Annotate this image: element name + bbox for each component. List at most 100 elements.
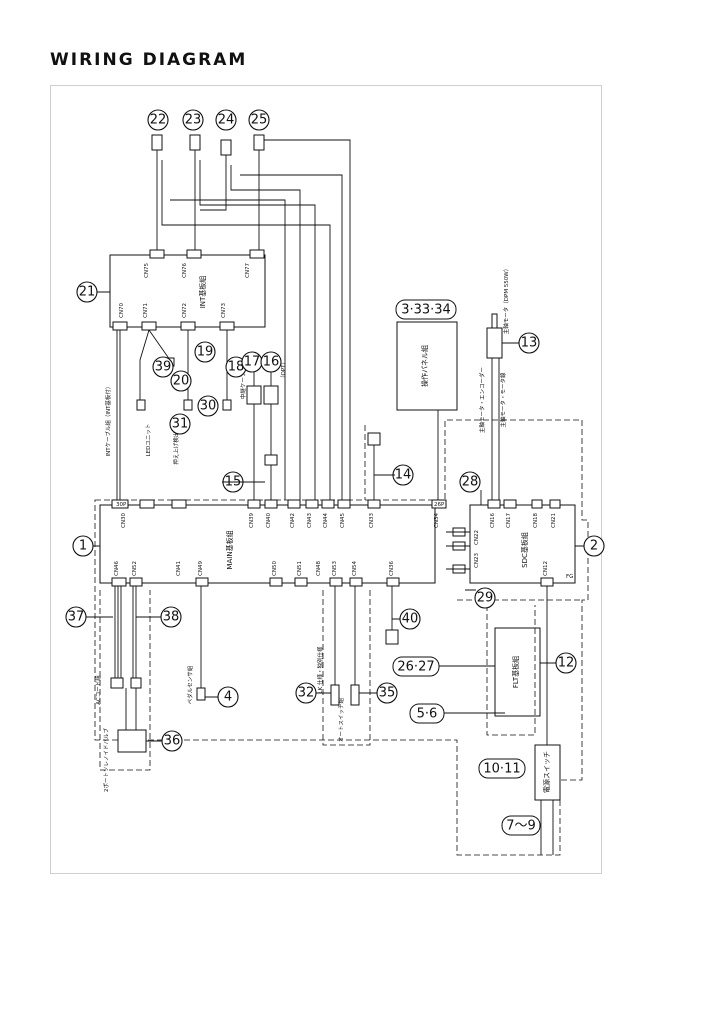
cn48-label: CN48 (316, 561, 322, 576)
marker-4: 4 (217, 686, 239, 708)
cn22-label: CN22 (474, 530, 480, 545)
power-switch-label: 電源スイッチ (542, 751, 551, 793)
cn44-label: CN44 (323, 513, 329, 528)
cn30-label: CN30 (121, 513, 127, 528)
cn50-label: CN50 (272, 561, 278, 576)
marker-13: 13 (518, 332, 540, 354)
flt-board: FLT基板組 電源スイッチ (486, 605, 561, 855)
encoder-m-label: 主軸モータ・モータ線 (499, 372, 507, 428)
svg-text:39: 39 (155, 360, 172, 375)
machine-boundary (94, 419, 589, 856)
cn51-label: CN51 (297, 561, 303, 576)
cn12-label: CN12 (543, 561, 549, 576)
fuse-14 (367, 432, 381, 505)
svg-text:20: 20 (173, 374, 190, 389)
cn41-label: CN41 (176, 561, 182, 576)
cn18-label: CN18 (533, 513, 539, 528)
leader-lines (86, 291, 584, 742)
cn70-label: CN70 (119, 303, 125, 318)
marker-19: 19 (194, 341, 216, 363)
marker-31: 31 (169, 413, 191, 435)
cn40-label: CN40 (266, 513, 272, 528)
sdc-board-label: SDC基板組 (520, 532, 529, 568)
presser-label: 押え上げ検出センサ (172, 415, 180, 465)
solenoid-label: 2ポートソレノイドバルブ (102, 728, 110, 793)
svg-text:30: 30 (200, 399, 217, 414)
marker-14: 14 (392, 464, 414, 486)
diagram-frame (50, 85, 602, 874)
panel-label: 操作パネル組 (420, 345, 429, 387)
pedal-label: ペダルセンサ組 (186, 665, 194, 704)
marker-group: 22 23 24 25 21 39 19 20 18 17 16 31 30 1… (65, 109, 605, 836)
svg-text:31: 31 (172, 417, 189, 432)
marker-35: 35 (376, 682, 398, 704)
stepper-motor-group (151, 134, 351, 500)
marker-2: 2 (583, 535, 605, 557)
opt-label: （OPT） (280, 359, 287, 381)
cn16-label: CN16 (490, 513, 496, 528)
svg-text:3·33·34: 3·33·34 (401, 303, 451, 318)
svg-text:5·6: 5·6 (417, 707, 438, 722)
cn39-label: CN39 (249, 513, 255, 528)
cn72-label: CN72 (182, 303, 188, 318)
marker-38: 38 (160, 606, 182, 628)
cn53-label: CN53 (332, 561, 338, 576)
cn71-label: CN71 (143, 303, 149, 318)
svg-text:29: 29 (477, 591, 494, 606)
svg-text:28: 28 (462, 475, 479, 490)
int-board-label: INT基板組 (198, 276, 207, 309)
cable-label: 中継ケーブル組 (239, 360, 247, 399)
marker-29: 29 (474, 587, 496, 609)
marker-36: 36 (161, 730, 183, 752)
cn21-label: CN21 (551, 513, 557, 528)
svg-text:26·27: 26·27 (397, 660, 434, 675)
svg-text:18: 18 (228, 360, 245, 375)
cn23-label: CN23 (474, 553, 480, 568)
marker-24: 24 (215, 109, 237, 131)
cn76-label: CN76 (182, 263, 188, 278)
encoder-s-label: 主軸モータ・エンコーダー (478, 367, 486, 433)
main-board: MAIN基板組 30P 26P CN30 CN39 CN40 CN42 CN43… (99, 499, 447, 587)
cn49-label: CN49 (198, 561, 204, 576)
marker-7-9: 7〜9 (501, 815, 541, 836)
marker-28: 28 (459, 471, 481, 493)
cn45-label: CN45 (340, 513, 346, 528)
marker-18: 18 (225, 356, 247, 378)
cn46-label: CN46 (114, 561, 120, 576)
operation-panel: 操作パネル組 (396, 321, 458, 505)
svg-text:38: 38 (163, 610, 180, 625)
led-label: LEDユニット (145, 424, 152, 457)
cn75-label: CN75 (144, 263, 150, 278)
marker-15: 15 (222, 471, 244, 493)
svg-text:32: 32 (298, 686, 315, 701)
int-cable-label: INTケーブル組（INT基板付） (104, 384, 112, 457)
marker-20: 20 (170, 370, 192, 392)
marker-17: 17 (241, 351, 263, 373)
svg-text:22: 22 (150, 113, 167, 128)
spindle-motor: 主軸モータ（DPM 550W） 主軸モータ・エンコーダー 主軸モータ・モータ線 (478, 266, 510, 505)
svg-text:35: 35 (379, 686, 396, 701)
cn33-label: CN33 (369, 513, 375, 528)
lk-opt-label: LK 仕様・独別仕様 (316, 646, 324, 693)
svg-text:36: 36 (164, 734, 181, 749)
svg-text:37: 37 (68, 610, 85, 625)
auto-sw-label: オートスイッチ組 (337, 698, 345, 743)
int-board: INT基板組 CN75 CN76 CN77 CN70 CN71 CN72 CN7… (109, 249, 266, 331)
marker-25: 25 (248, 109, 270, 131)
fg-label: FG (566, 574, 573, 580)
marker-5-6: 5·6 (409, 703, 445, 724)
marker-32: 32 (295, 682, 317, 704)
marker-10-11: 10·11 (478, 758, 526, 779)
marker-12: 12 (555, 652, 577, 674)
svg-text:4: 4 (224, 690, 232, 705)
svg-text:25: 25 (251, 113, 268, 128)
pin-30p: 30P (116, 502, 127, 508)
svg-text:1: 1 (79, 539, 87, 554)
svg-text:13: 13 (521, 336, 538, 351)
svg-text:12: 12 (558, 656, 575, 671)
svg-text:23: 23 (185, 113, 202, 128)
cn36-label: CN36 (389, 561, 395, 576)
cn17-label: CN17 (506, 513, 512, 528)
marker-39: 39 (152, 356, 174, 378)
